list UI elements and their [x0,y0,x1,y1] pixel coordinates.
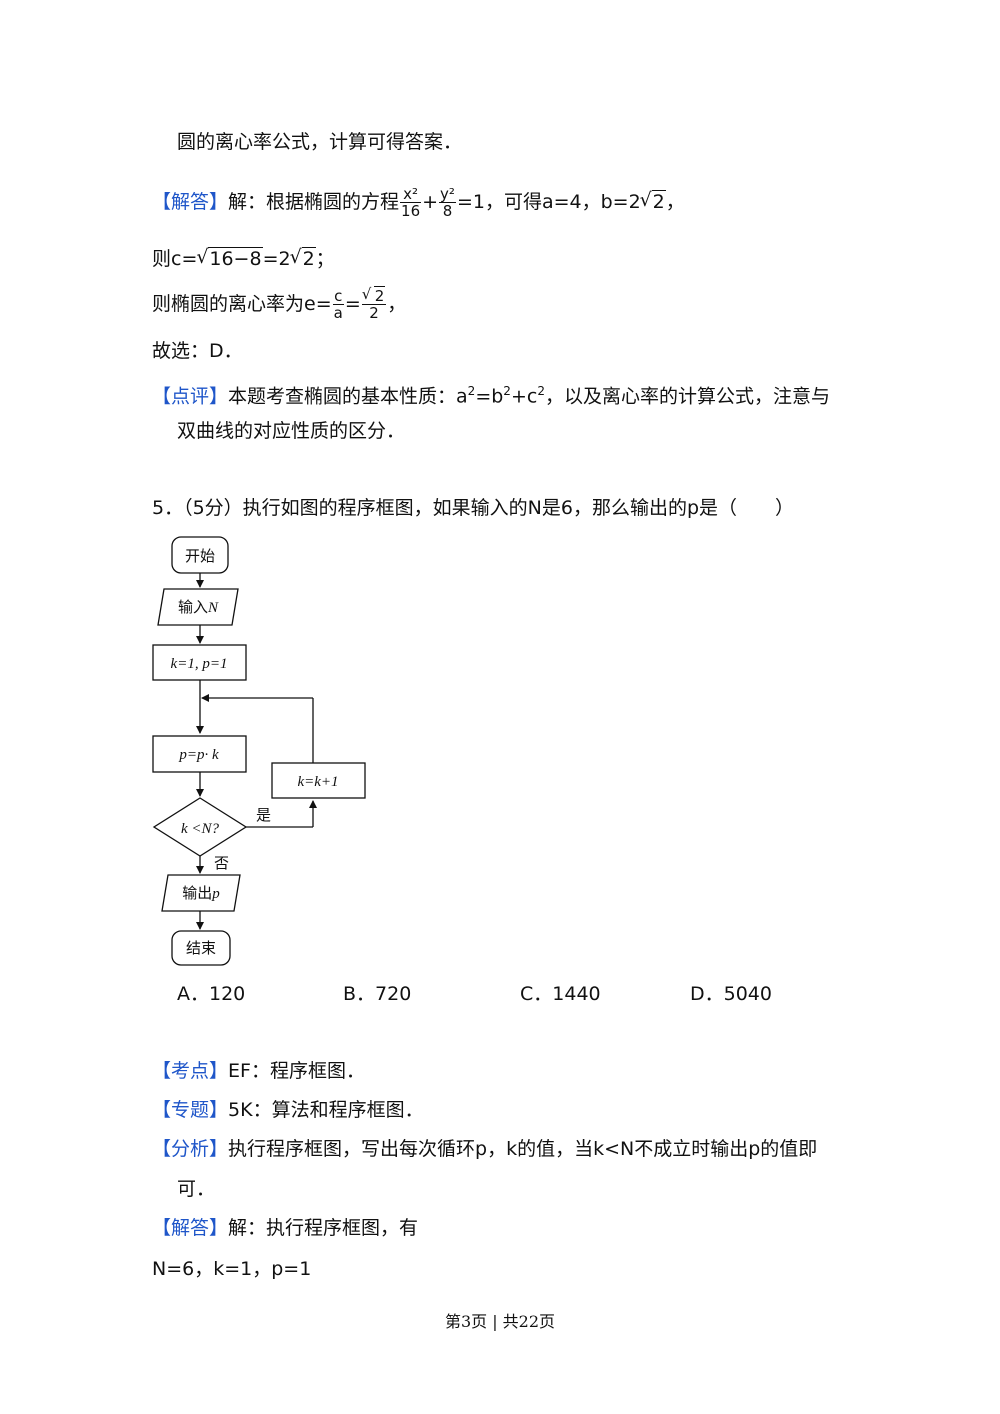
text: =2 [262,248,291,270]
text: =b [475,385,504,408]
superscript: 2 [537,384,545,398]
text: 执行程序框图，写出每次循环p，k的值，当k<N不成立时输出p的值即 [228,1138,818,1160]
kaodian-line: 【考点】EF：程序框图． [152,1058,365,1084]
kaodian-tag: 【考点】 [152,1060,229,1082]
comment-line: 【点评】本题考查椭圆的基本性质：a2=b2+c2，以及离心率的计算公式，注意与 [152,378,830,409]
text-line: 圆的离心率公式，计算可得答案． [177,131,463,153]
answer-line: 【解答】解：执行程序框图，有 [152,1215,418,1241]
answer-line-3: 则椭圆的离心率为e=ca=22， [152,286,407,322]
text: 解：根据椭圆的方程 [228,191,400,213]
yes-label: 是 [256,808,271,824]
zhuanti-line: 【专题】5K：算法和程序框图． [152,1097,424,1123]
input-box [157,588,239,626]
text: =1，可得a=4，b=2 [456,191,641,213]
option-a: A．120 [177,983,246,1005]
superscript: 2 [503,384,511,398]
fraction: 22 [361,286,387,321]
numerator: 2 [362,286,387,305]
sqrt: 2 [362,286,386,305]
numerator: c [334,287,343,305]
text: ，以及离心率的计算公式，注意与 [544,385,830,408]
denominator: 16 [400,202,422,220]
no-label: 否 [214,856,229,872]
increment-label: k=k+1 [297,774,338,790]
sqrt: 16−8 [196,244,263,272]
denominator: 8 [439,202,456,219]
denominator: 2 [361,304,387,321]
radicand: 16−8 [208,247,263,270]
text: 则c= [152,248,198,270]
text-line: 可． [177,1178,216,1200]
numerator: x² [403,185,419,203]
option-d: D．5040 [690,983,772,1005]
output-box [161,874,241,912]
text: ， [665,191,685,213]
equals-sign: = [344,293,361,315]
option-c: C．1440 [520,983,601,1005]
answer-line-2: 则c= 16−8=2 2； [152,244,335,272]
text: EF：程序框图． [228,1060,365,1082]
flowchart: 开始 输入N k=1, p=1 p=p· k k=k+1 k <N? 是 否 输… [152,536,366,966]
plus-sign: + [422,191,439,213]
text: +c [510,385,538,408]
fenxi-tag: 【分析】 [152,1138,229,1160]
numerator: y² [440,185,455,203]
text: 本题考查椭圆的基本性质：a [228,385,468,408]
option-b: B．720 [343,983,412,1005]
zhuanti-tag: 【专题】 [152,1099,229,1121]
text: ； [315,248,335,270]
increment-box [271,762,366,799]
answer-tag: 【解答】 [152,1217,229,1239]
assign-label: p=p· k [178,747,219,763]
radicand: 2 [373,286,386,305]
text-line: N=6，k=1，p=1 [152,1258,312,1280]
page-footer: 第3页 | 共22页 [444,1312,556,1331]
text: ， [387,293,407,315]
text-line: 双曲线的对应性质的区分． [177,420,406,442]
question-text: 5．（5分）执行如图的程序框图，如果输入的N是6，那么输出的p是（ ） [152,497,795,519]
text: 则椭圆的离心率为e= [152,293,332,315]
text-line: 故选：D． [152,340,243,362]
output-label: 输出p [182,885,220,902]
text: 5K：算法和程序框图． [228,1099,424,1121]
fenxi-line: 【分析】执行程序框图，写出每次循环p，k的值，当k<N不成立时输出p的值即 [152,1136,817,1162]
sqrt: 2 [290,244,316,272]
end-label: 结束 [186,940,216,957]
superscript: 2 [467,384,476,398]
sqrt: 2 [640,187,666,215]
comment-tag: 【点评】 [152,385,229,408]
input-label: 输入N [178,599,219,616]
radicand: 2 [301,247,316,270]
start-label: 开始 [185,548,215,565]
radicand: 2 [651,190,666,213]
text: 解：执行程序框图，有 [228,1217,419,1239]
condition-label: k <N? [181,821,220,837]
init-label: k=1, p=1 [171,656,228,672]
denominator: a [332,304,344,322]
end-box [171,930,231,966]
answer-tag: 【解答】 [152,191,229,213]
